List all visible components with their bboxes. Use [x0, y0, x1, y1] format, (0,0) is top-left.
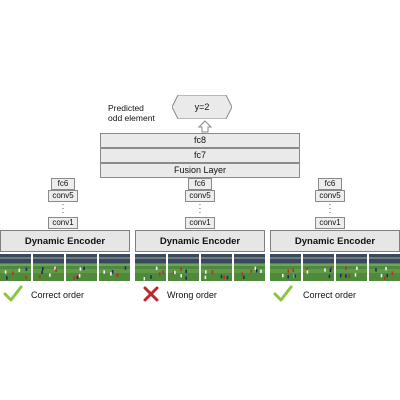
conv1-layer: conv1 [48, 217, 78, 229]
video-frame [270, 254, 301, 281]
dynamic-encoder: Dynamic Encoder [135, 230, 265, 252]
conv5-layer: conv5 [48, 190, 78, 202]
result-label: Wrong order [167, 290, 217, 300]
dynamic-encoder: Dynamic Encoder [0, 230, 130, 252]
check-icon [3, 285, 23, 302]
predicted-odd-element-label: Predicted odd element [108, 103, 155, 123]
fc6-layer: fc6 [188, 178, 212, 190]
conv5-layer: conv5 [315, 190, 345, 202]
video-frame [33, 254, 64, 281]
video-frame [336, 254, 367, 281]
video-frame [234, 254, 265, 281]
conv5-layer: conv5 [185, 190, 215, 202]
cross-icon [143, 286, 159, 302]
fusion-layer: Fusion Layer [100, 163, 300, 178]
check-icon [273, 285, 293, 302]
video-frame [168, 254, 199, 281]
fc6-layer: fc6 [318, 178, 342, 190]
conv1-layer: conv1 [315, 217, 345, 229]
result-label: Correct order [303, 290, 357, 300]
video-frame [201, 254, 232, 281]
fc7-layer: fc7 [100, 148, 300, 163]
video-frame [66, 254, 97, 281]
fc8-layer: fc8 [100, 133, 300, 148]
video-frame [369, 254, 400, 281]
ellipsis: ··· [198, 200, 202, 217]
ellipsis: ··· [61, 200, 65, 217]
output-value: y=2 [194, 102, 210, 112]
ellipsis: ··· [328, 200, 332, 217]
conv1-layer: conv1 [185, 217, 215, 229]
dynamic-encoder: Dynamic Encoder [270, 230, 400, 252]
video-frame [135, 254, 166, 281]
video-frame [303, 254, 334, 281]
fc6-layer: fc6 [51, 178, 75, 190]
output-hexagon [172, 95, 232, 119]
video-frame [99, 254, 130, 281]
video-frame [0, 254, 31, 281]
result-label: Correct order [31, 290, 85, 300]
up-arrow-icon [198, 120, 212, 133]
